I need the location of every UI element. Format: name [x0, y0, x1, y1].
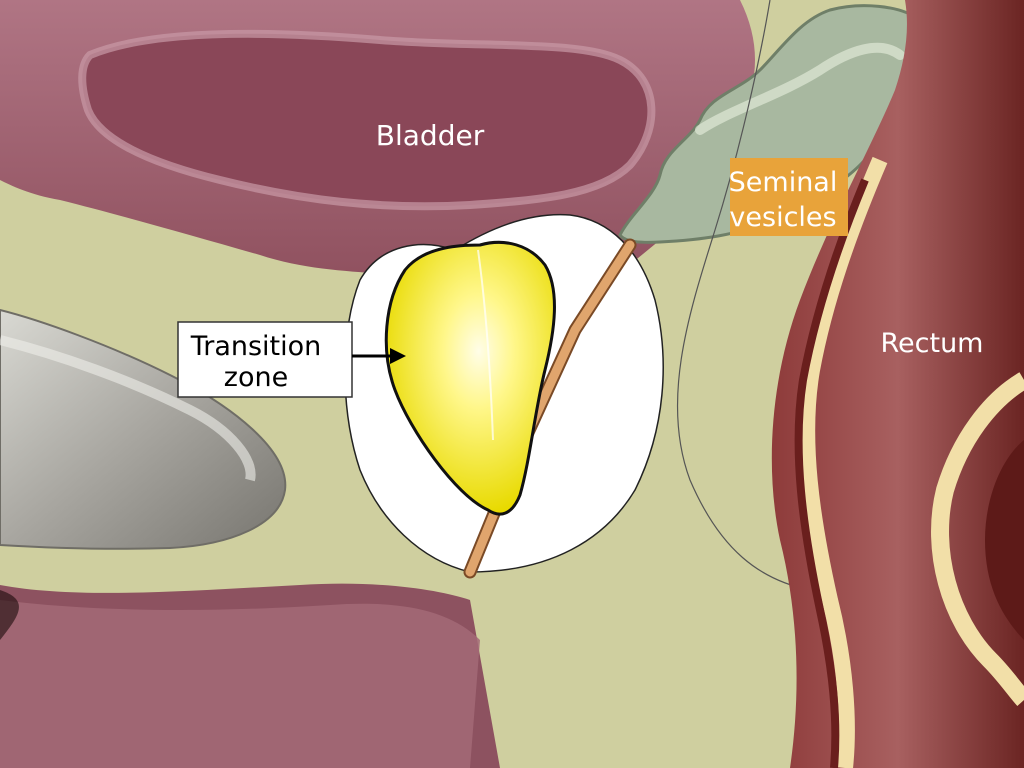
- bladder-label: Bladder: [376, 119, 485, 152]
- transition-zone-label-line2: zone: [224, 362, 288, 393]
- rectal-wall-layer: [799, 156, 888, 768]
- seminal-vesicles-label-line1: Seminal: [729, 167, 838, 198]
- seminal-vesicles-label-line2: vesicles: [729, 202, 836, 233]
- bladder-lumen: [78, 29, 656, 211]
- rectal-fold: [931, 372, 1024, 707]
- pelvic-floor-highlight: [0, 600, 480, 768]
- rectal-wall-inner: [794, 178, 869, 768]
- rectum-label: Rectum: [880, 328, 983, 359]
- transition-zone-label-box: [177, 321, 353, 398]
- seminal-vesicles-label-bg: [730, 158, 848, 236]
- arrow-head-icon: [390, 348, 406, 364]
- seminal-vesicle-highlight: [695, 42, 905, 135]
- rectum: [771, 0, 1024, 768]
- shadow-left: [0, 590, 19, 640]
- transition-zone-label-line1: Transition: [190, 331, 322, 362]
- transition-zone-midline: [477, 249, 494, 441]
- pubic-bone: [0, 308, 287, 550]
- transition-zone: [384, 240, 556, 516]
- fascia-line: [676, 0, 811, 591]
- rectal-lumen: [985, 440, 1024, 640]
- bone-highlight: [0, 335, 256, 482]
